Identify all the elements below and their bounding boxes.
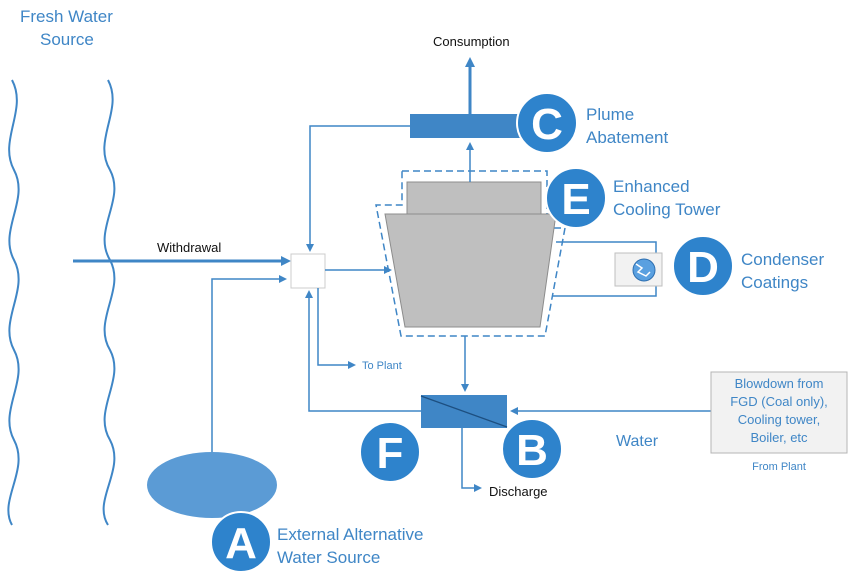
condenser-coil-icon bbox=[632, 258, 656, 282]
to-plant-label: To Plant bbox=[362, 360, 402, 372]
blowdown-line3: Cooling tower, bbox=[738, 412, 820, 427]
blowdown-line2: FGD (Coal only), bbox=[730, 394, 828, 409]
badge-c-label-line2: Abatement bbox=[586, 128, 668, 147]
treated-water-return-line bbox=[305, 290, 421, 412]
alternative-source-line bbox=[211, 275, 287, 452]
badge-b-letter: B bbox=[516, 426, 548, 475]
condenser-coil-zigzag bbox=[635, 263, 651, 277]
water-label: Water bbox=[616, 433, 659, 450]
badge-d-label-line1: Condenser bbox=[741, 250, 825, 269]
badge-c-label-line1: Plume bbox=[586, 105, 634, 124]
badge-d bbox=[672, 235, 734, 297]
to-plant-line bbox=[317, 288, 356, 369]
plume-return-line bbox=[306, 125, 410, 252]
discharge-line bbox=[461, 428, 482, 492]
badge-f bbox=[359, 421, 421, 483]
external-water-reservoir bbox=[147, 452, 277, 518]
mixing-junction-box bbox=[290, 253, 326, 289]
badge-d-letter: D bbox=[687, 243, 719, 292]
badge-a-label-line1: External Alternative bbox=[277, 525, 423, 544]
badge-c bbox=[516, 92, 578, 154]
treatment-membrane-line bbox=[420, 395, 508, 428]
badge-e-label-line2: Cooling Tower bbox=[613, 200, 721, 219]
water-wave-right bbox=[102, 79, 116, 526]
fresh-water-source-title-line2: Source bbox=[40, 30, 94, 49]
cooling-tower-top bbox=[406, 181, 542, 216]
badge-d-label-line2: Coatings bbox=[741, 273, 808, 292]
withdrawal-label: Withdrawal bbox=[157, 240, 221, 255]
badge-f-letter: F bbox=[377, 429, 404, 478]
blowdown-source-box bbox=[710, 371, 848, 454]
badge-e-letter: E bbox=[561, 175, 590, 224]
badge-b bbox=[501, 418, 563, 480]
badge-c-letter: C bbox=[531, 100, 563, 149]
badge-a-label-line2: Water Source bbox=[277, 548, 380, 567]
badge-a-letter: A bbox=[225, 519, 257, 568]
blowdown-line4: Boiler, etc bbox=[750, 430, 808, 445]
cooling-tower-body bbox=[384, 213, 557, 328]
plume-abatement-unit bbox=[410, 114, 530, 138]
fresh-water-source-title-line1: Fresh Water bbox=[20, 7, 113, 26]
badge-e-label-line1: Enhanced bbox=[613, 177, 690, 196]
from-plant-label: From Plant bbox=[752, 461, 806, 473]
consumption-label: Consumption bbox=[433, 34, 510, 49]
blowdown-line1: Blowdown from bbox=[735, 376, 824, 391]
badge-e bbox=[545, 167, 607, 229]
badge-a bbox=[210, 511, 272, 573]
discharge-label: Discharge bbox=[489, 484, 548, 499]
water-wave-left bbox=[7, 79, 20, 526]
